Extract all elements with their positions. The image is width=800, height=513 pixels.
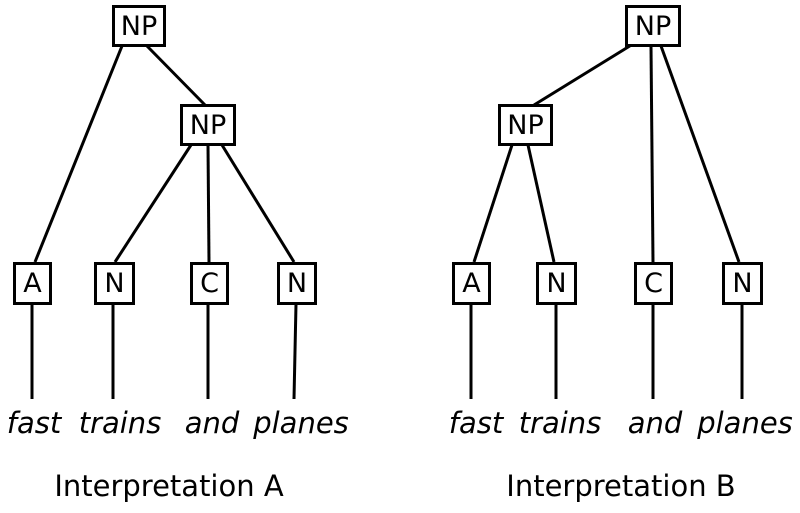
word-a-trains: trains <box>78 406 162 440</box>
node-b-leaf-c: C <box>634 262 673 305</box>
word-a-fast: fast <box>6 406 62 440</box>
node-b-inner-np: NP <box>498 104 553 146</box>
word-b-fast: fast <box>448 406 504 440</box>
caption-interpretation-a: Interpretation A <box>54 469 284 503</box>
node-b-leaf-a: A <box>452 262 491 305</box>
node-b-leaf-n2: N <box>722 262 763 305</box>
node-a-inner-np: NP <box>180 104 236 146</box>
edge-b-root-to-c <box>649 45 655 263</box>
node-a-root-np: NP <box>112 5 166 47</box>
node-a-leaf-c: C <box>190 262 229 305</box>
edge-b-root-to-n2 <box>659 45 741 263</box>
edge-a-root-to-a <box>33 45 124 263</box>
edge-b-root-to-innernp <box>533 42 634 107</box>
edge-a-stem-planes <box>292 303 298 400</box>
edge-b-innernp-to-a <box>472 144 514 263</box>
node-a-leaf-a: A <box>13 262 52 305</box>
word-b-planes: planes <box>697 406 793 440</box>
edge-a-innernp-to-c <box>206 144 211 263</box>
edge-a-innernp-to-n1 <box>113 144 193 263</box>
word-b-trains: trains <box>518 406 602 440</box>
edge-a-root-to-innernp <box>145 44 207 107</box>
word-a-planes: planes <box>253 406 349 440</box>
node-b-root-np: NP <box>625 5 681 47</box>
edge-b-innernp-to-n1 <box>526 144 556 263</box>
word-a-and: and <box>184 406 240 440</box>
tree-a-edges <box>30 44 298 400</box>
tree-b-edges <box>469 42 744 399</box>
node-b-leaf-n1: N <box>536 262 577 305</box>
caption-interpretation-b: Interpretation B <box>506 469 736 503</box>
node-a-leaf-n1: N <box>94 262 135 305</box>
word-b-and: and <box>627 406 683 440</box>
edge-a-innernp-to-n2 <box>220 144 296 263</box>
node-a-leaf-n2: N <box>277 262 317 305</box>
